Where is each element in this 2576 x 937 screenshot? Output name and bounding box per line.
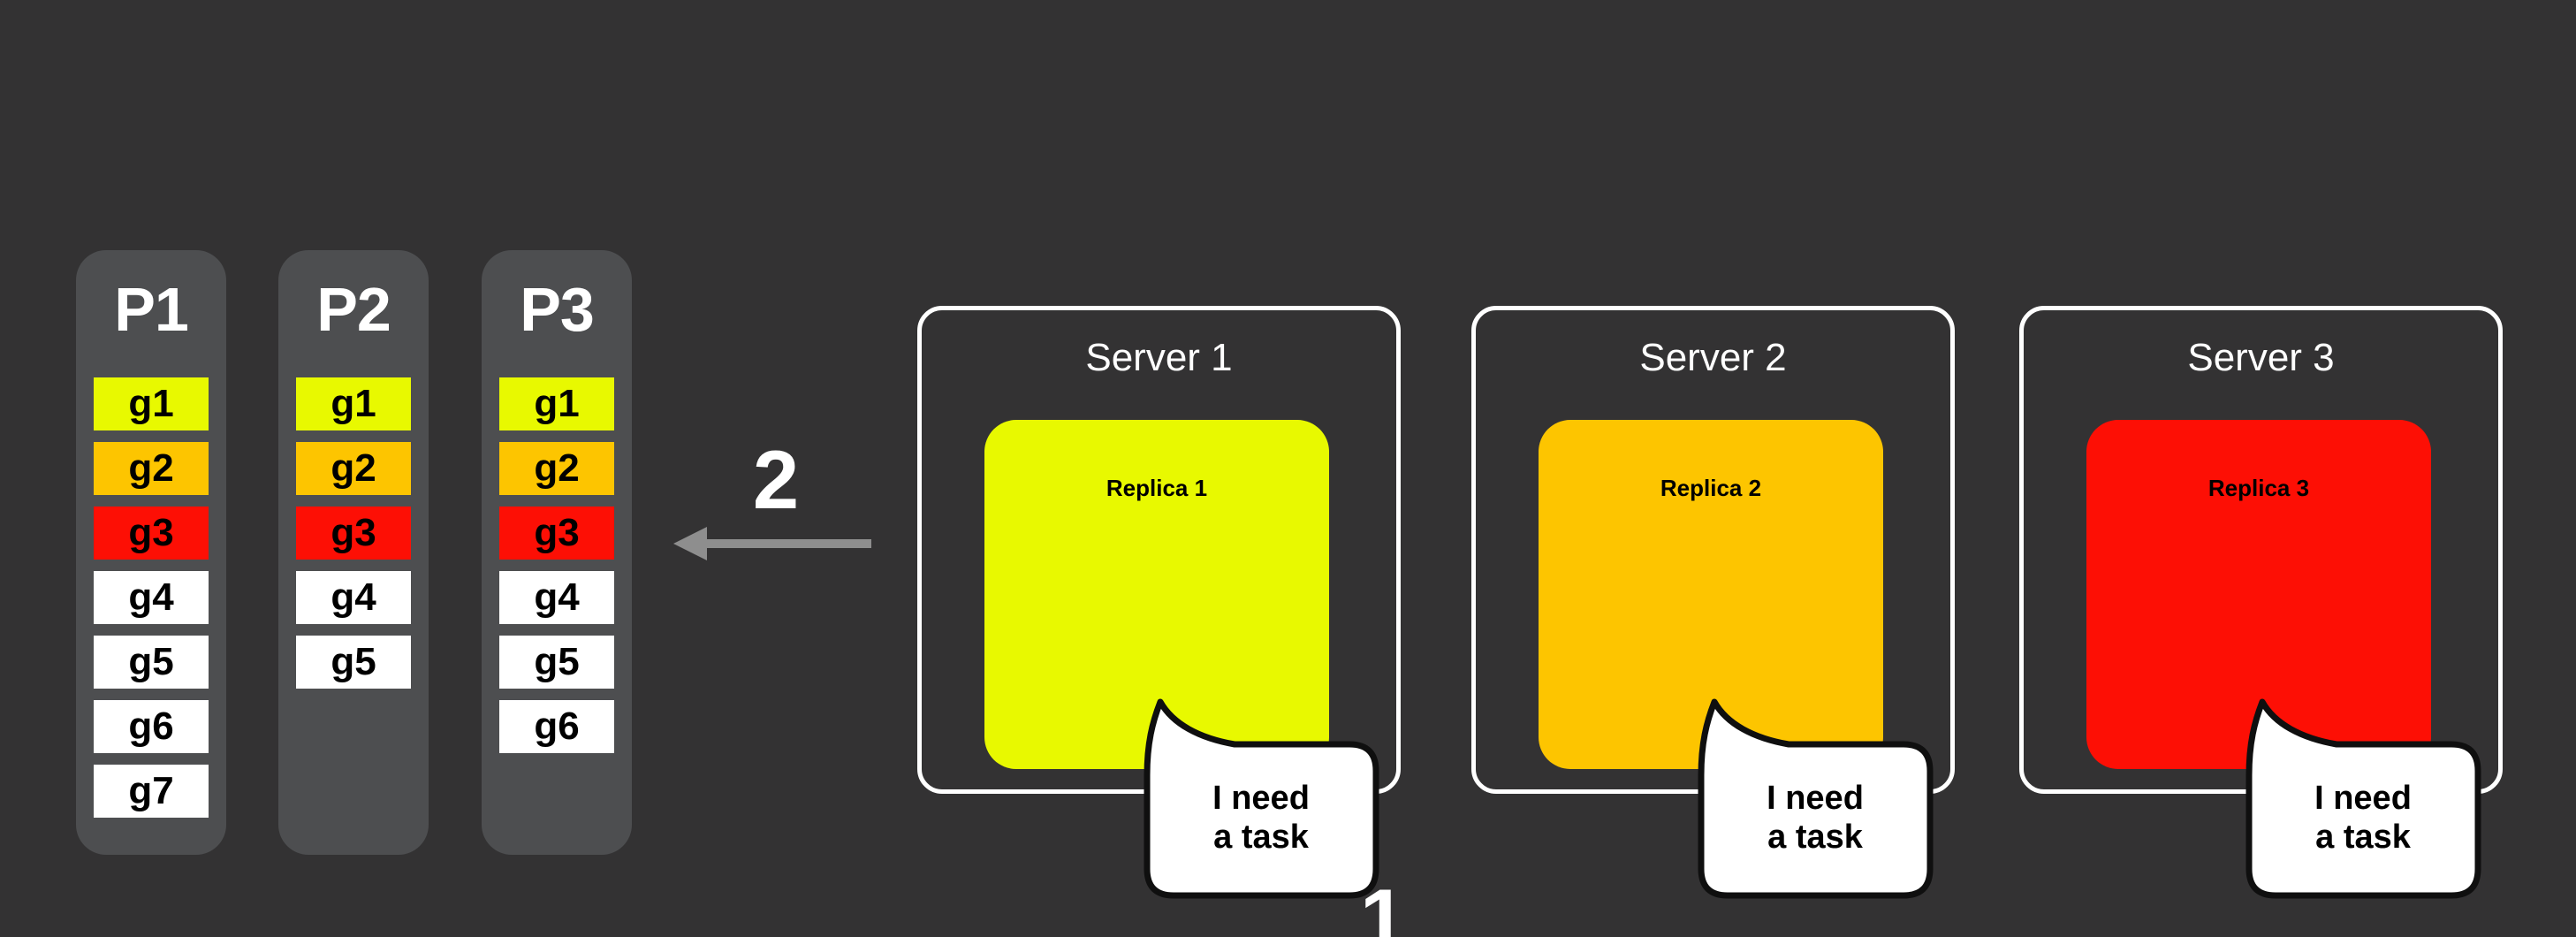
partition-column-p1: P1 g1 g2 g3 g4 g5 g6 g7 bbox=[76, 250, 226, 855]
task-g1: g1 bbox=[296, 377, 411, 430]
arrow-shaft bbox=[703, 539, 871, 548]
task-list: g1 g2 g3 g4 g5 g6 bbox=[482, 377, 632, 753]
server-title: Server 2 bbox=[1639, 336, 1787, 379]
speech-bubble-shape bbox=[1144, 698, 1379, 899]
replica-label: Replica 3 bbox=[2207, 475, 2310, 501]
speech-line-1: I need bbox=[2314, 780, 2412, 817]
task-g4: g4 bbox=[94, 571, 209, 624]
task-g7: g7 bbox=[94, 765, 209, 818]
task-g4: g4 bbox=[296, 571, 411, 624]
task-g5: g5 bbox=[296, 636, 411, 689]
task-g2: g2 bbox=[94, 442, 209, 495]
server-title: Server 3 bbox=[2187, 336, 2335, 379]
partition-label: P3 bbox=[520, 275, 595, 344]
partition-column-p3: P3 g1 g2 g3 g4 g5 g6 bbox=[482, 250, 632, 855]
task-g3: g3 bbox=[94, 507, 209, 560]
task-g4: g4 bbox=[499, 571, 614, 624]
task-g3: g3 bbox=[499, 507, 614, 560]
speech-line-2: a task bbox=[2315, 819, 2412, 856]
task-g5: g5 bbox=[499, 636, 614, 689]
arrowhead-icon bbox=[673, 527, 707, 560]
step-2-label: 2 bbox=[752, 433, 800, 526]
task-g6: g6 bbox=[499, 700, 614, 753]
replica-label: Replica 1 bbox=[1106, 475, 1208, 501]
step-1-label: 1 bbox=[1359, 872, 1407, 937]
speech-line-1: I need bbox=[1212, 780, 1310, 817]
task-list: g1 g2 g3 g4 g5 bbox=[278, 377, 429, 689]
speech-line-1: I need bbox=[1767, 780, 1864, 817]
task-g2: g2 bbox=[499, 442, 614, 495]
speech-bubble-shape bbox=[1698, 698, 1934, 899]
task-g3: g3 bbox=[296, 507, 411, 560]
replica-label: Replica 2 bbox=[1660, 475, 1762, 501]
task-g6: g6 bbox=[94, 700, 209, 753]
task-g1: g1 bbox=[499, 377, 614, 430]
task-g1: g1 bbox=[94, 377, 209, 430]
partition-label: P1 bbox=[114, 275, 189, 344]
task-g5: g5 bbox=[94, 636, 209, 689]
speech-line-2: a task bbox=[1213, 819, 1310, 856]
assign-task-arrow-icon bbox=[673, 527, 871, 560]
speech-line-2: a task bbox=[1767, 819, 1864, 856]
partition-label: P2 bbox=[316, 275, 391, 344]
speech-bubble-shape bbox=[2245, 698, 2481, 899]
partition-column-p2: P2 g1 g2 g3 g4 g5 bbox=[278, 250, 429, 855]
task-list: g1 g2 g3 g4 g5 g6 g7 bbox=[76, 377, 226, 818]
task-g2: g2 bbox=[296, 442, 411, 495]
server-title: Server 1 bbox=[1085, 336, 1233, 379]
